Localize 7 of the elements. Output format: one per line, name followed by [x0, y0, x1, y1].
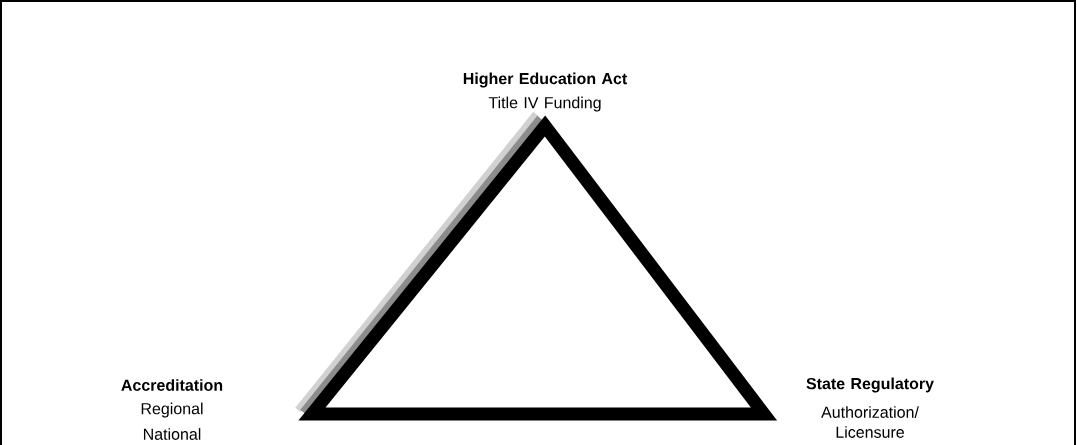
heading: State Regulatory — [806, 377, 934, 393]
label-text: National — [143, 428, 201, 440]
heading: Higher Education Act — [463, 72, 627, 88]
triangle — [295, 111, 778, 421]
heading: Accreditation — [121, 379, 223, 391]
label-text: Authorization/ Licensure — [821, 406, 919, 438]
label-text: Regional — [141, 402, 203, 418]
